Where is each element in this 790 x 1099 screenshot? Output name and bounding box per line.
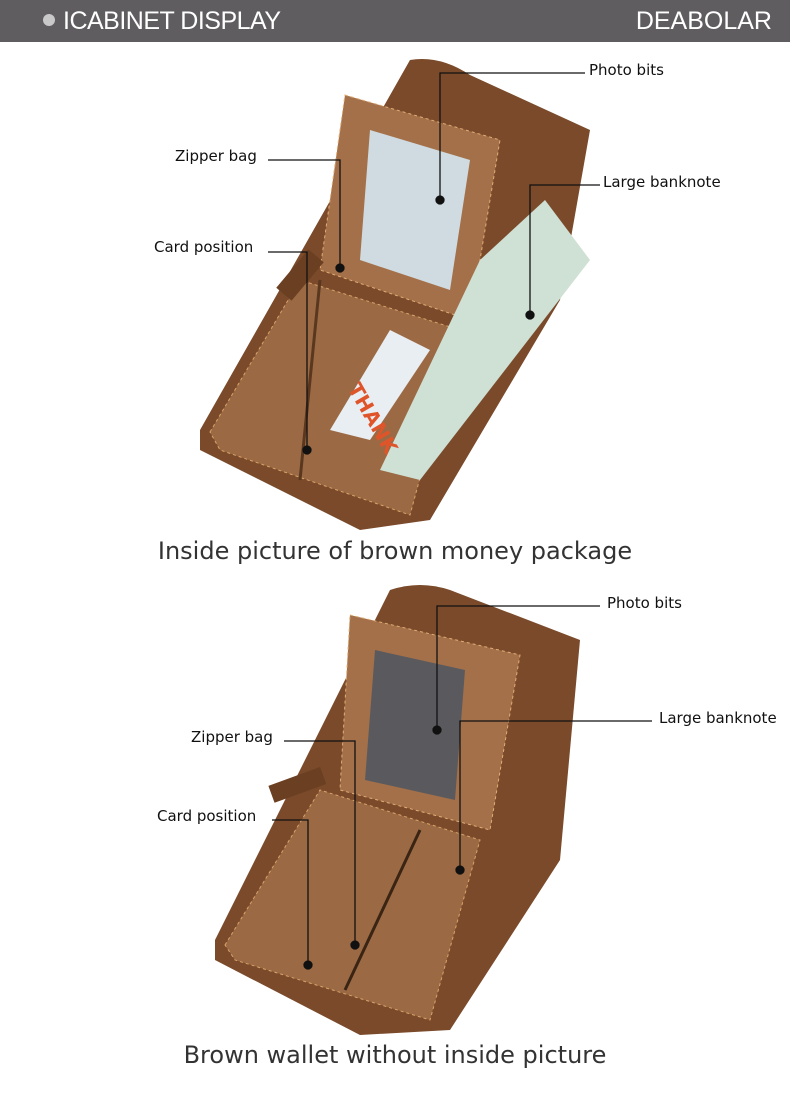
bullet-icon	[43, 14, 55, 26]
wallet-photo-open-with-contents: THANK	[200, 59, 590, 530]
label-photo-bits-1: Photo bits	[589, 61, 664, 79]
label-card-position-1: Card position	[154, 238, 254, 256]
brand-name: DEABOLAR	[635, 7, 772, 35]
label-card-position-2: Card position	[157, 807, 257, 825]
label-zipper-bag-2: Zipper bag	[191, 728, 273, 746]
callout-lines	[268, 72, 652, 970]
caption-1: Inside picture of brown money package	[157, 537, 633, 565]
label-photo-bits-2: Photo bits	[607, 594, 682, 612]
caption-2: Brown wallet without inside picture	[183, 1041, 607, 1069]
wallet-photo-empty	[215, 585, 580, 1035]
label-large-banknote-1: Large banknote	[603, 173, 721, 191]
header-bar: ICABINET DISPLAY DEABOLAR	[0, 0, 790, 42]
label-zipper-bag-1: Zipper bag	[175, 147, 257, 165]
header-title: ICABINET DISPLAY	[63, 7, 281, 35]
label-large-banknote-2: Large banknote	[659, 709, 777, 727]
